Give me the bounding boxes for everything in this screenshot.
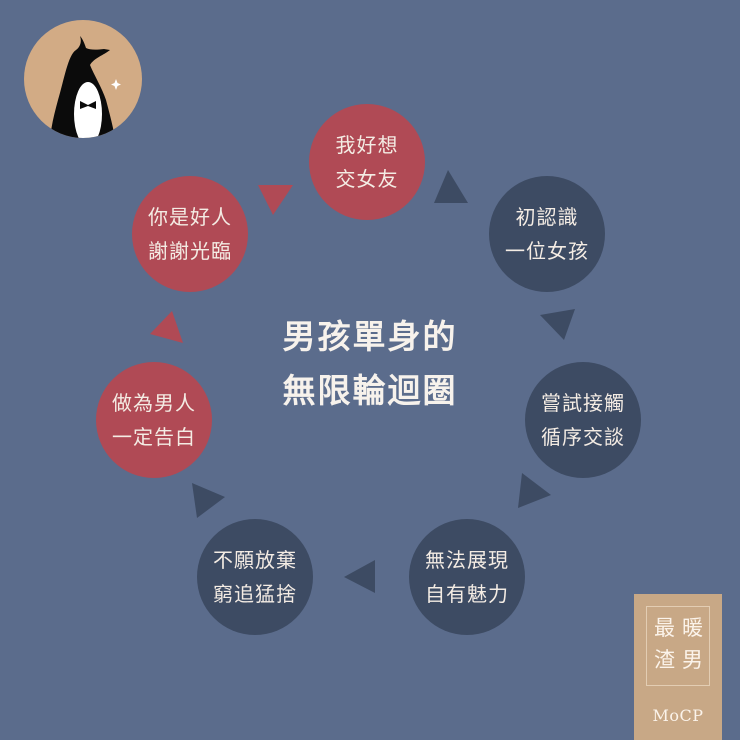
cycle-node-try-contact: 嘗試接觸 循序交談 xyxy=(525,362,641,478)
sparkle-icon xyxy=(111,79,121,90)
brand-frame xyxy=(646,606,710,686)
cycle-node-meet-girl: 初認識 一位女孩 xyxy=(489,176,605,292)
cycle-node-never-give-up: 不願放棄 窮追猛捨 xyxy=(197,519,313,635)
brand-char: 最 xyxy=(654,616,675,640)
node-line-1: 無法展現 xyxy=(425,548,509,572)
node-line-1: 初認識 xyxy=(515,205,579,229)
title-line-1: 男孩單身的 xyxy=(282,317,458,356)
node-line-1: 我好想 xyxy=(335,133,399,157)
brand-char: 渣 xyxy=(654,648,675,672)
arrow-good-person-to-want xyxy=(258,185,293,215)
node-line-2: 窮追猛捨 xyxy=(213,582,297,606)
node-line-1: 不願放棄 xyxy=(213,548,297,572)
brand-badge: 最 暖 渣 男 MoCP xyxy=(634,594,722,740)
penguin-tuxedo-icon xyxy=(24,20,142,138)
brand-subtitle: MoCP xyxy=(652,706,704,725)
node-line-2: 謝謝光臨 xyxy=(148,239,232,263)
page-title: 男孩單身的 無限輪迴圈 xyxy=(255,310,485,418)
title-line-2: 無限輪迴圈 xyxy=(282,371,458,410)
brand-char: 暖 xyxy=(682,616,703,640)
node-line-2: 一位女孩 xyxy=(505,239,589,263)
arrow-giveup-to-confess xyxy=(192,483,225,518)
cycle-node-want-girlfriend: 我好想 交女友 xyxy=(309,104,425,220)
node-line-2: 一定告白 xyxy=(112,425,196,449)
cycle-node-no-charm: 無法展現 自有魅力 xyxy=(409,519,525,635)
node-line-2: 循序交談 xyxy=(541,425,625,449)
arrow-meet-to-contact xyxy=(540,309,575,340)
node-line-1: 你是好人 xyxy=(148,205,232,229)
node-line-1: 做為男人 xyxy=(112,391,196,415)
node-line-1: 嘗試接觸 xyxy=(541,391,625,415)
node-line-2: 交女友 xyxy=(335,167,399,191)
arrow-want-to-meet xyxy=(434,170,468,203)
node-line-2: 自有魅力 xyxy=(425,582,509,606)
arrow-contact-to-charm xyxy=(518,473,551,508)
brand-char: 男 xyxy=(682,648,703,672)
cycle-node-good-person: 你是好人 謝謝光臨 xyxy=(132,176,248,292)
penguin-logo xyxy=(24,20,142,138)
arrow-confess-to-good-person xyxy=(150,311,183,343)
cycle-node-must-confess: 做為男人 一定告白 xyxy=(96,362,212,478)
arrow-charm-to-giveup xyxy=(344,560,375,593)
